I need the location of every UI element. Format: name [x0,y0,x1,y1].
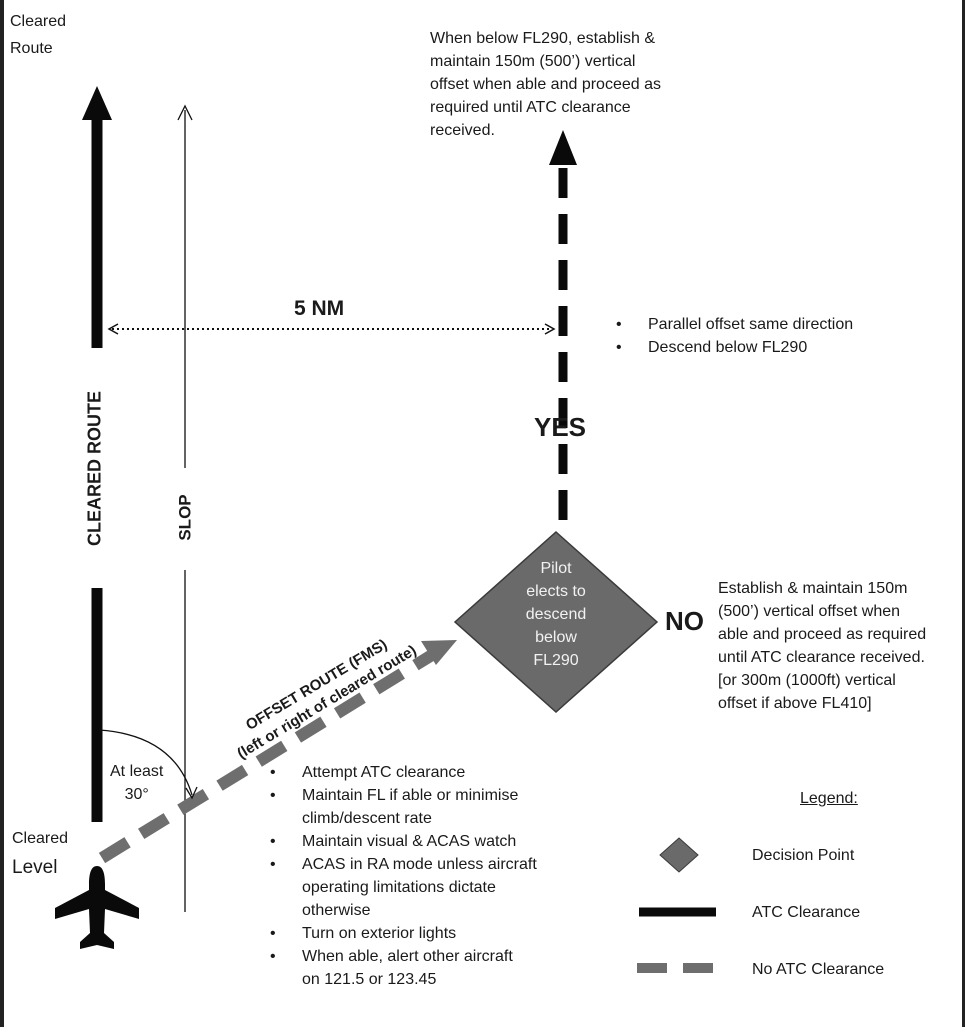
below-fl290-note-line: received. [430,122,495,139]
action-text: Maintain FL if able or minimise [302,787,519,804]
yes-bullet-item: Descend below FL290 [612,336,853,359]
decision-text-line: Pilot [540,560,572,577]
legend-title: Legend: [800,790,858,807]
yes-label: YES [534,412,587,442]
decision-diamond [453,530,659,714]
below-fl290-note-line: required until ATC clearance [430,99,631,116]
action-bullet-item: When able, alert other aircraft on 121.5 … [266,945,537,991]
offset-route-dashed-arrow [98,640,457,864]
no-note-line: offset if above FL410] [718,695,872,712]
no-note-line: [or 300m (1000ft) vertical [718,672,896,689]
no-note-line: Establish & maintain 150m [718,580,908,597]
cleared-level-line2: Level [12,857,58,878]
cleared-route-top-line1: Cleared [10,13,67,30]
below-fl290-note-line: When below FL290, establish & [430,30,656,47]
legend-label-atc-clearance: ATC Clearance [752,904,861,921]
no-note-line: able and proceed as required [718,626,927,643]
action-text: otherwise [302,902,371,919]
decision-text-line: below [535,629,577,646]
action-bullet-list: Attempt ATC clearance Maintain FL if abl… [266,761,537,991]
below-fl290-note-line: offset when able and proceed as [430,76,661,93]
decision-text: Pilot elects to descend below FL290 [506,557,606,672]
decision-text-line: descend [525,606,587,623]
action-bullet-item: Attempt ATC clearance [266,761,537,784]
five-nm-distance-arrow [107,323,556,335]
action-text: climb/descent rate [302,810,432,827]
cleared-route-top-label: Cleared Route [10,8,66,62]
action-bullet-item: ACAS in RA mode unless aircraft operating… [266,853,537,922]
no-note-line: until ATC clearance received. [718,649,925,666]
action-bullet-item: Maintain FL if able or minimise climb/des… [266,784,537,830]
at-least-text: At least [110,763,164,780]
legend-symbols [637,837,717,973]
five-nm-label: 5 NM [294,297,345,320]
below-fl290-note: When below FL290, establish & maintain 1… [430,27,661,142]
cleared-route-top-line2: Route [10,40,53,57]
yes-dashed-arrow [549,130,577,535]
legend-label-no-atc-clearance: No ATC Clearance [752,961,885,978]
slop-arrow [177,104,193,912]
thirty-degrees-text: 30° [124,786,149,803]
decision-text-line: elects to [526,583,586,600]
action-text: Maintain visual & ACAS watch [302,833,517,850]
action-bullet-item: Maintain visual & ACAS watch [266,830,537,853]
no-note-line: (500’) vertical offset when [718,603,901,620]
yes-bullet-list: Parallel offset same direction Descend b… [612,313,853,359]
below-fl290-note-line: maintain 150m (500’) vertical [430,53,636,70]
at-least-30-label: At least 30° [110,760,163,806]
cleared-level-label: Cleared Level [12,824,68,882]
decision-text-line: FL290 [533,652,579,669]
slop-label: SLOP [175,494,195,541]
legend-label-decision-point: Decision Point [752,847,855,864]
cleared-route-vertical-label: CLEARED ROUTE [84,391,105,547]
action-text: on 121.5 or 123.45 [302,971,437,988]
action-text: ACAS in RA mode unless aircraft [302,856,537,873]
action-text: When able, alert other aircraft [302,948,513,965]
cleared-route-line [82,86,112,822]
angle-arc-arrow [98,729,198,800]
action-text: operating limitations dictate [302,879,496,896]
aircraft-icon [55,866,139,949]
no-note: Establish & maintain 150m (500’) vertica… [718,577,926,715]
action-bullet-item: Turn on exterior lights [266,922,537,945]
legend-diamond-symbol [659,837,699,873]
diagram-graphics [55,86,717,973]
no-label: NO [665,606,704,636]
yes-bullet-item: Parallel offset same direction [612,313,853,336]
cleared-level-line1: Cleared [12,830,69,847]
action-text: Turn on exterior lights [302,925,457,942]
action-text: Attempt ATC clearance [302,764,466,781]
